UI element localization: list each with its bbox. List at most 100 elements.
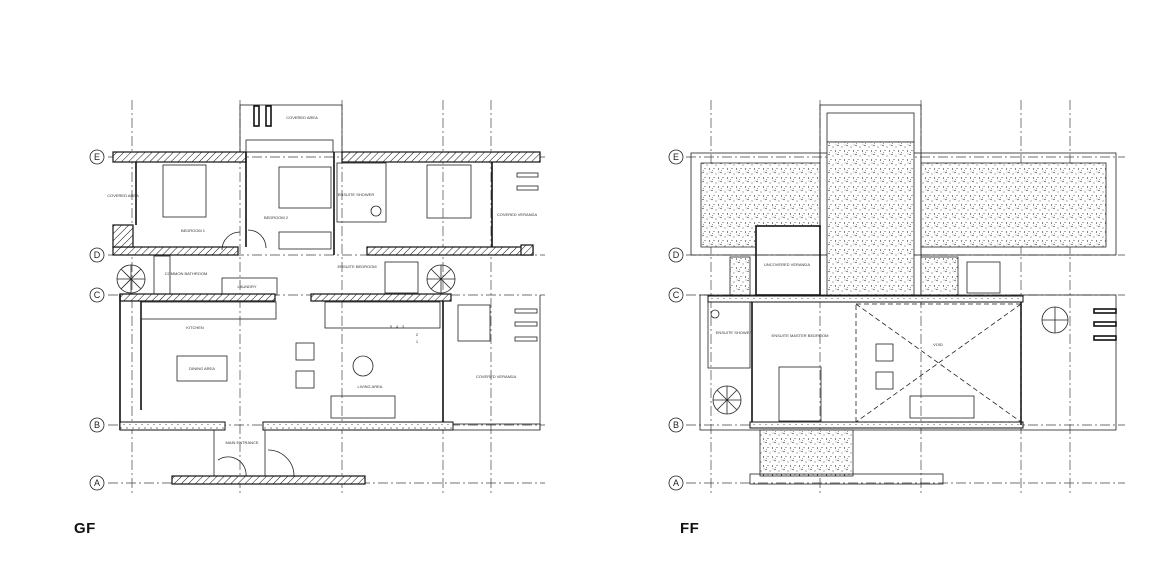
room-label: LIVING AREA [358, 384, 383, 389]
armchair [295, 342, 315, 361]
grid-bubble [668, 247, 684, 263]
door-swing [217, 456, 247, 478]
fixture [514, 336, 538, 342]
room-label: COMMON BATHROOM [165, 271, 208, 276]
bed-icon [162, 164, 207, 218]
room-label: VOID [933, 342, 943, 347]
tree-icon [712, 385, 742, 415]
wardrobe [278, 231, 332, 250]
room-label: ENSUITE SHOWER [338, 192, 375, 197]
grid-label: E [673, 152, 679, 162]
grid-bubble [89, 417, 105, 433]
dining-table [176, 355, 228, 382]
wall [112, 224, 134, 248]
tree-icon [1041, 306, 1069, 334]
roof-gravel [920, 162, 1107, 248]
roof-gravel [826, 141, 915, 296]
first-floor-block [699, 294, 1117, 431]
grid-label: E [94, 152, 100, 162]
ensuite-room [336, 162, 387, 223]
room-label: ENSUITE SHOWER [716, 330, 753, 335]
grid-label: C [94, 290, 101, 300]
grid-bubble [89, 149, 105, 165]
grid-bubble [89, 287, 105, 303]
grid-bubble [89, 247, 105, 263]
wall [310, 293, 452, 302]
grid-bubble [668, 417, 684, 433]
room-label: LAUNDRY [237, 284, 256, 289]
room-label: COVERED AREA [107, 193, 139, 198]
fixture [966, 261, 1001, 294]
door-swing [247, 229, 267, 249]
grid-bubble [668, 475, 684, 491]
wall [112, 151, 247, 163]
stair-number: 2 [416, 332, 419, 337]
toilet-icon [710, 309, 720, 319]
tree-icon [426, 264, 456, 294]
grid-label: D [673, 250, 680, 260]
wall [341, 151, 541, 163]
planter [920, 256, 959, 296]
sofa [909, 395, 975, 419]
wall [245, 139, 334, 153]
planter [759, 429, 854, 477]
armchair [875, 371, 894, 390]
fixture [1093, 321, 1117, 327]
stair-number: 1 [416, 339, 419, 344]
room-label: COVERED VERANDA [497, 212, 538, 217]
void-area [855, 303, 1022, 423]
room-label: UNCOVERED VERANDA [764, 262, 810, 267]
uncovered-veranda [755, 225, 821, 296]
tree-icon [116, 264, 146, 294]
fixture [514, 321, 538, 327]
fixture [514, 308, 538, 314]
stair-number: 5 [390, 324, 393, 329]
room-label: MAIN ENTRANCE [225, 440, 258, 445]
room-label: COVERED VERANDA [476, 374, 517, 379]
first-floor-plan: UNCOVERED VERANDA ENSUITE SHOWER ENSUITE… [668, 100, 1125, 495]
planter [729, 256, 751, 296]
grid-label: B [673, 420, 679, 430]
wall [112, 246, 239, 256]
wall [262, 421, 454, 431]
bed-icon [778, 366, 822, 422]
void-cross [855, 303, 1022, 423]
grid-bubble [89, 475, 105, 491]
armchair [295, 370, 315, 389]
grid-label: B [94, 420, 100, 430]
stair-number: 4 [396, 324, 399, 329]
room-label: ENSUITE MASTER BEDROOM [772, 333, 829, 338]
slab [171, 475, 366, 485]
grid-label: A [94, 478, 100, 488]
room-label: KITCHEN [186, 325, 204, 330]
grid-label: C [673, 290, 680, 300]
fixture [253, 105, 260, 127]
fixture [1093, 335, 1117, 341]
sofa [330, 395, 396, 419]
covered-area-top [239, 104, 343, 153]
wall [749, 421, 1024, 429]
shower [153, 255, 171, 297]
room-label: DINING AREA [189, 366, 215, 371]
door-swing [267, 449, 295, 477]
fixture [1093, 308, 1117, 314]
wall [119, 293, 276, 302]
slab [749, 473, 944, 485]
door-swing [221, 231, 241, 251]
wall [366, 246, 534, 256]
room-label: BEDROOM 2 [264, 215, 289, 220]
wall [520, 244, 534, 256]
roof-louvre [826, 112, 915, 143]
void-cross [855, 303, 1022, 423]
room-label: COVERED AREA [286, 115, 318, 120]
room-label: BEDROOM 1 [181, 228, 206, 233]
grid-bubble [668, 149, 684, 165]
wall [119, 421, 226, 431]
planter [457, 304, 491, 342]
plan-title-gf: GF [74, 520, 96, 537]
fixture [265, 105, 272, 127]
bed-icon [278, 166, 332, 209]
fixture [516, 185, 539, 191]
grid-label: D [94, 250, 101, 260]
